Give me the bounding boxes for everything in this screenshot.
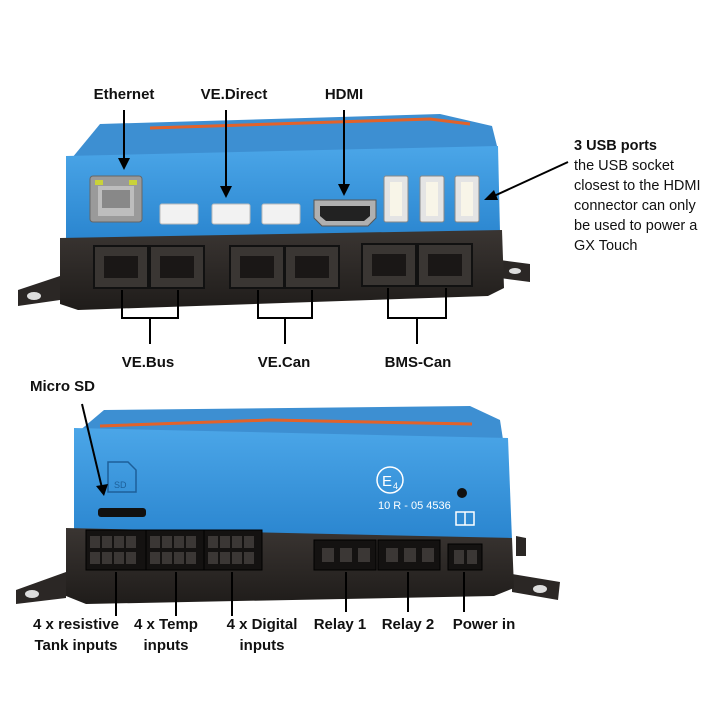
tank-inputs-line: Tank inputs xyxy=(34,637,118,654)
mount-hole-right-2 xyxy=(533,585,547,593)
temp-inputs-line: 4 x Temp xyxy=(134,616,198,633)
hdmi-port xyxy=(313,199,377,227)
top-callouts xyxy=(118,110,569,344)
relay1-label: Relay 1 xyxy=(313,616,367,633)
vedirect-ports xyxy=(159,203,301,225)
sd-label: SD xyxy=(114,480,127,490)
mount-hole-right xyxy=(509,268,521,274)
top-lid xyxy=(72,114,498,158)
usb-note-line: closest to the HDMI xyxy=(574,178,701,194)
micro-sd-slot xyxy=(98,508,146,517)
e-mark-letter: E xyxy=(382,473,392,490)
bottom-device: SD E 4 10 R - 05 4536 xyxy=(16,406,560,604)
usb-ports-note: 3 USB ports the USB socket closest to th… xyxy=(574,136,701,256)
temp-inputs-line: inputs xyxy=(143,637,189,654)
sd-card-icon: SD xyxy=(107,461,137,493)
power-in-label: Power in xyxy=(452,616,516,633)
usb-note-line: GX Touch xyxy=(574,238,638,254)
tank-inputs-label: 4 x resistive Tank inputs xyxy=(33,614,119,656)
terminal-pins xyxy=(90,536,477,564)
e-mark-badge: E 4 xyxy=(376,466,404,494)
hdmi-label: HDMI xyxy=(324,86,364,103)
usb-note-title: 3 USB ports xyxy=(574,138,657,154)
lid-accent-stripe-2 xyxy=(99,418,473,428)
usb-note-line: connector can only xyxy=(574,198,696,214)
bottom-callouts xyxy=(81,403,465,616)
mount-hole-left xyxy=(27,292,41,300)
digital-inputs-line: 4 x Digital xyxy=(226,616,298,633)
usb-note-line: the USB socket xyxy=(574,158,674,174)
usb-ports xyxy=(383,175,480,223)
microsd-label: Micro SD xyxy=(30,378,96,395)
ethernet-label: Ethernet xyxy=(93,86,155,103)
vedirect-label: VE.Direct xyxy=(200,86,268,103)
approval-number: 10 R - 05 4536 xyxy=(378,500,451,512)
rj45-sockets xyxy=(93,243,473,289)
e-mark-sub: 4 xyxy=(393,481,398,491)
lid-accent-stripe xyxy=(149,117,471,130)
mount-hole-left-2 xyxy=(25,590,39,598)
relay2-label: Relay 2 xyxy=(381,616,435,633)
digital-inputs-label: 4 x Digital inputs xyxy=(227,614,298,656)
temp-inputs-label: 4 x Temp inputs xyxy=(134,614,198,656)
mount-ear-left xyxy=(18,276,60,306)
status-led xyxy=(457,488,467,498)
mount-ear-left-2 xyxy=(16,572,66,604)
bmscan-label: BMS-Can xyxy=(384,354,452,371)
manual-icon xyxy=(455,511,475,526)
front-face-2 xyxy=(74,428,512,540)
tank-inputs-line: 4 x resistive xyxy=(33,616,119,633)
vebus-label: VE.Bus xyxy=(121,354,175,371)
ethernet-port xyxy=(89,175,143,223)
digital-inputs-line: inputs xyxy=(239,637,285,654)
usb-note-line: be used to power a xyxy=(574,218,698,234)
top-device xyxy=(18,114,530,310)
vecan-label: VE.Can xyxy=(257,354,311,371)
